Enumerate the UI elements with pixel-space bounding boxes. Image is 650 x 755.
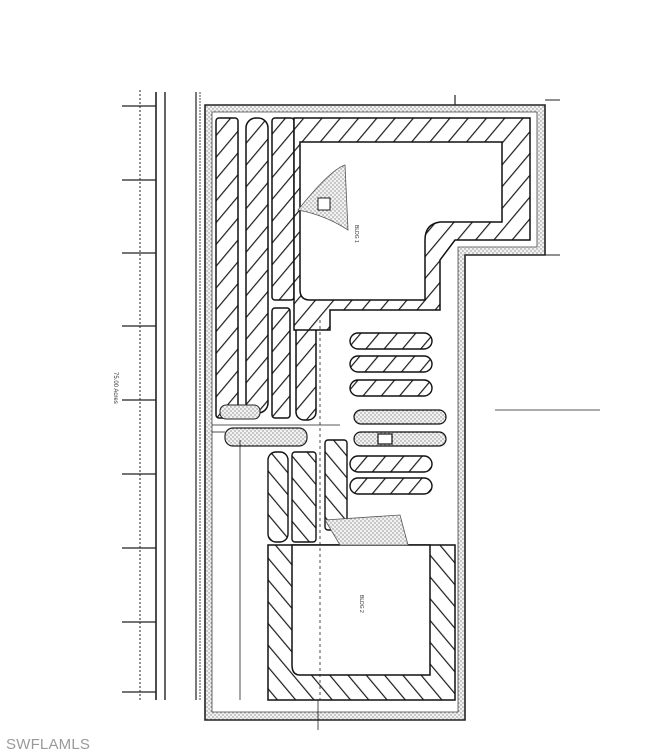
drive-lines <box>212 320 600 730</box>
acreage-label: 75.00 Acres <box>112 372 118 404</box>
building-2-area: BLDG 2 <box>267 514 456 701</box>
svg-text:BLDG 1: BLDG 1 <box>353 225 359 243</box>
road-lines <box>122 90 201 700</box>
svg-text:BLDG 2: BLDG 2 <box>358 595 364 613</box>
building-1-area: BLDG 1 <box>293 117 531 331</box>
parking-islands <box>219 332 447 495</box>
parking-southwest <box>267 439 348 543</box>
watermark: SWFLAMLS <box>6 736 91 753</box>
